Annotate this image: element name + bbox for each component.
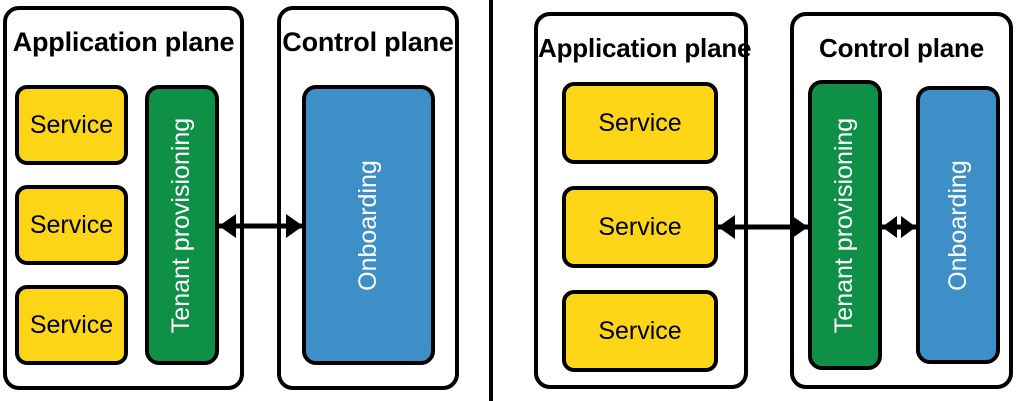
- right-service-box-3[interactable]: Service: [562, 290, 718, 372]
- right-service-box-2-label: Service: [598, 212, 682, 241]
- right-service-box-2[interactable]: Service: [562, 186, 718, 268]
- right-onboarding-label: Onboarding: [943, 159, 972, 291]
- left-service-box-2-label: Service: [29, 210, 114, 239]
- arrow-head-left: [718, 215, 735, 239]
- left-onboarding-box[interactable]: Onboarding: [302, 85, 435, 365]
- arrow-shaft: [882, 224, 916, 230]
- arrow-head-right: [901, 216, 916, 238]
- arrow-shaft: [219, 223, 303, 229]
- right-control-plane-title: Control plane: [819, 33, 984, 63]
- left-application-plane-title: Application plane: [12, 27, 235, 57]
- vertical-divider: [489, 0, 493, 401]
- left-control-plane-title: Control plane: [282, 27, 454, 57]
- left-service-box-3-label: Service: [29, 310, 114, 339]
- left-service-box-3[interactable]: Service: [15, 285, 128, 365]
- arrow-head-left: [219, 214, 236, 238]
- right-application-plane-title: Application plane: [538, 33, 752, 63]
- right-onboarding-box[interactable]: Onboarding: [916, 86, 1000, 364]
- left-onboarding-label: Onboarding: [354, 159, 382, 291]
- arrow-shaft: [718, 224, 808, 230]
- left-tenant-provisioning-label: Tenant provisioning: [167, 117, 196, 333]
- left-service-box-2[interactable]: Service: [15, 185, 128, 265]
- right-service-box-1-label: Service: [598, 108, 682, 137]
- left-service-box-1-label: Service: [29, 110, 114, 139]
- left-tenant-provisioning-box[interactable]: Tenant provisioning: [145, 85, 219, 365]
- arrow-head-left: [882, 216, 897, 238]
- right-service-box-1[interactable]: Service: [562, 82, 718, 164]
- right-tenant-provisioning-box[interactable]: Tenant provisioning: [808, 80, 882, 370]
- left-service-box-1[interactable]: Service: [15, 85, 128, 165]
- right-tenant-provisioning-label: Tenant provisioning: [830, 117, 859, 333]
- right-service-box-3-label: Service: [598, 316, 682, 345]
- arrow-head-right: [286, 214, 303, 238]
- arrow-head-right: [791, 215, 808, 239]
